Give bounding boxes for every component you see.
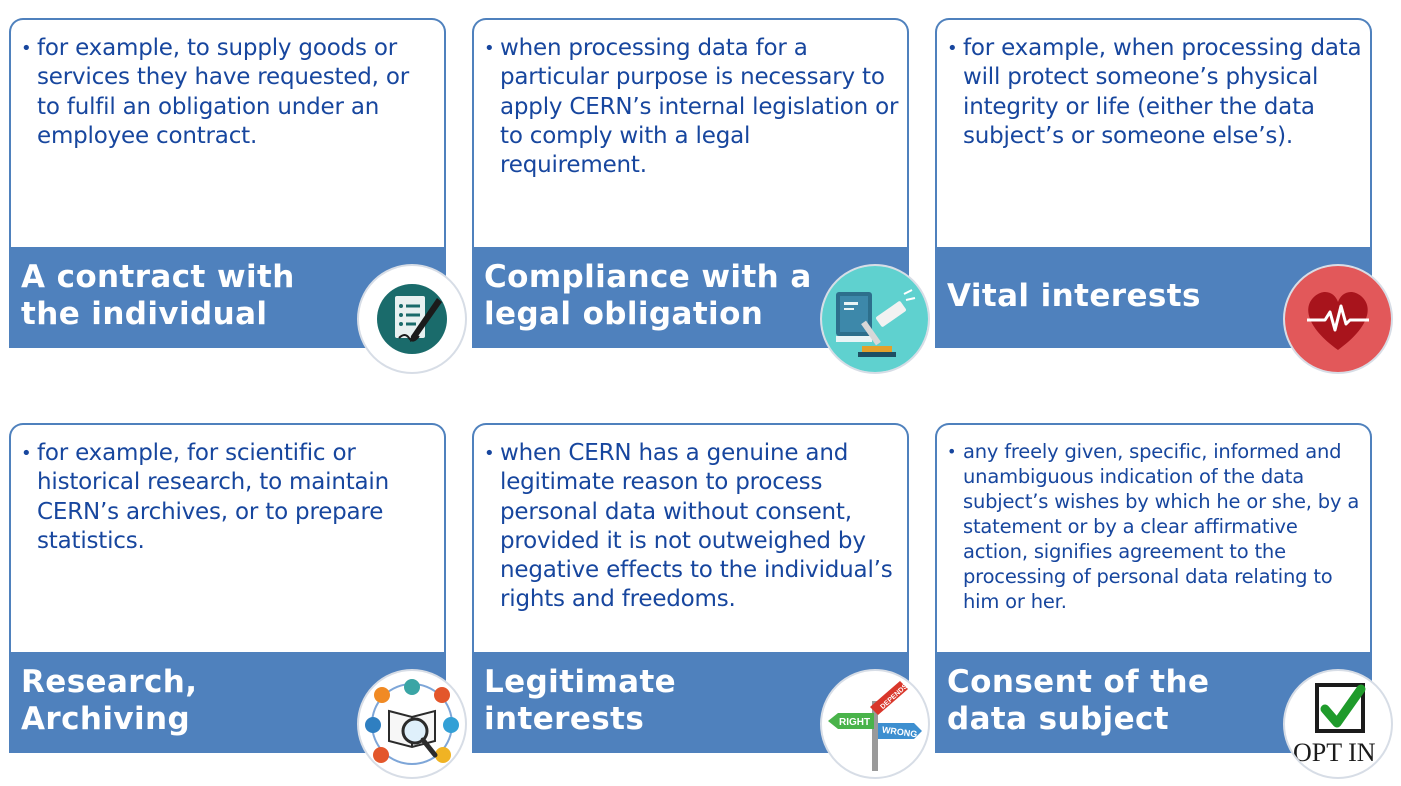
card-vital-interests: • for example, when processing data will… (935, 18, 1393, 374)
bullet-icon: • (21, 38, 32, 59)
card-description-box: • for example, for scientific or histori… (9, 423, 446, 655)
card-title: Compliance with a legal obligation (484, 259, 812, 332)
card-description: any freely given, specific, informed and… (963, 440, 1360, 613)
card-consent: • any freely given, specific, informed a… (935, 423, 1393, 779)
sign-right-label: RIGHT (839, 717, 870, 728)
signpost-icon: RIGHT WRONG DEPENDS (820, 669, 930, 779)
card-description: for example, to supply goods or services… (37, 35, 410, 149)
card-description-box: • for example, to supply goods or servic… (9, 18, 446, 250)
bullet-icon: • (484, 443, 495, 464)
card-title: Consent of the data subject (947, 664, 1210, 737)
card-description: when processing data for a particular pu… (500, 35, 899, 179)
opt-in-checkbox-icon: OPT IN (1283, 669, 1393, 779)
card-description-box: • for example, when processing data will… (935, 18, 1372, 250)
card-title: Legitimate interests (484, 664, 677, 737)
card-description: when CERN has a genuine and legitimate r… (500, 440, 893, 613)
bullet-icon: • (947, 442, 957, 461)
heart-pulse-icon (1283, 264, 1393, 374)
contract-signing-icon (357, 264, 467, 374)
bullet-icon: • (484, 38, 495, 59)
card-title: Research, Archiving (21, 664, 198, 737)
card-legitimate-interests: • when CERN has a genuine and legitimate… (472, 423, 930, 779)
card-contract: • for example, to supply goods or servic… (9, 18, 467, 374)
card-description-box: • any freely given, specific, informed a… (935, 423, 1372, 655)
card-description: for example, for scientific or historica… (37, 440, 389, 554)
sign-wrong-label: WRONG (881, 725, 918, 740)
bullet-icon: • (947, 38, 958, 59)
bullet-icon: • (21, 443, 32, 464)
card-description-box: • when processing data for a particular … (472, 18, 909, 250)
law-book-gavel-icon (820, 264, 930, 374)
card-research-archiving: • for example, for scientific or histori… (9, 423, 467, 779)
opt-in-label: OPT IN (1293, 738, 1376, 767)
research-magnifier-icon (357, 669, 467, 779)
card-legal-obligation: • when processing data for a particular … (472, 18, 930, 374)
card-description: for example, when processing data will p… (963, 35, 1362, 149)
card-description-box: • when CERN has a genuine and legitimate… (472, 423, 909, 655)
card-title: Vital interests (947, 278, 1201, 314)
card-title: A contract with the individual (21, 259, 295, 332)
